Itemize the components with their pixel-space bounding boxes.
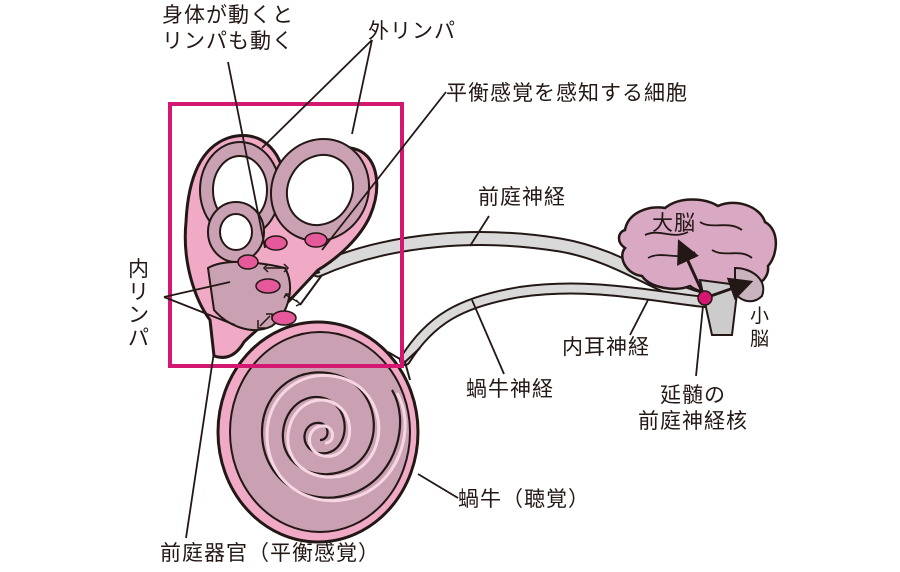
label-body-moves-line2: リンパも動く bbox=[162, 29, 294, 53]
label-endolymph-3: ン bbox=[128, 303, 150, 327]
label-cerebellum: 小 脳 bbox=[750, 305, 770, 351]
leader-lines bbox=[163, 39, 704, 539]
label-vestibular-organ: 前庭器官（平衡感覚） bbox=[160, 541, 380, 565]
sensory-cells bbox=[237, 232, 328, 329]
cochlear-nerve bbox=[399, 282, 711, 366]
label-body-moves-line1: 身体が動くと bbox=[162, 3, 294, 27]
label-cochlea: 蝸牛（聴覚） bbox=[458, 487, 590, 511]
label-perilymph: 外リンパ bbox=[368, 19, 456, 43]
vestibular-nucleus-dot bbox=[697, 290, 713, 306]
label-vestibular-nucleus: 延髄の 前庭神経核 bbox=[638, 382, 748, 434]
cochlea bbox=[216, 320, 420, 544]
label-cerebellum-1: 小 bbox=[750, 305, 771, 327]
label-vestibular-nerve: 前庭神経 bbox=[478, 185, 566, 209]
label-endolymph-1: 内 bbox=[128, 257, 150, 281]
label-cochlear-nerve: 蝸牛神経 bbox=[466, 377, 554, 401]
label-endolymph: 内 リ ン パ bbox=[128, 258, 150, 350]
label-cerebrum: 大脳 bbox=[652, 211, 696, 235]
label-endolymph-2: リ bbox=[128, 280, 150, 304]
label-cerebellum-2: 脳 bbox=[750, 328, 771, 350]
label-inner-ear-nerve: 内耳神経 bbox=[562, 335, 650, 359]
label-vestibular-nucleus-line1: 延髄の bbox=[660, 383, 726, 407]
vestibular-highlight-box bbox=[168, 102, 404, 368]
label-sensory-cells: 平衡感覚を感知する細胞 bbox=[446, 81, 688, 105]
label-body-moves: 身体が動くと リンパも動く bbox=[162, 2, 294, 54]
label-endolymph-4: パ bbox=[128, 326, 150, 350]
label-vestibular-nucleus-line2: 前庭神経核 bbox=[638, 409, 748, 433]
